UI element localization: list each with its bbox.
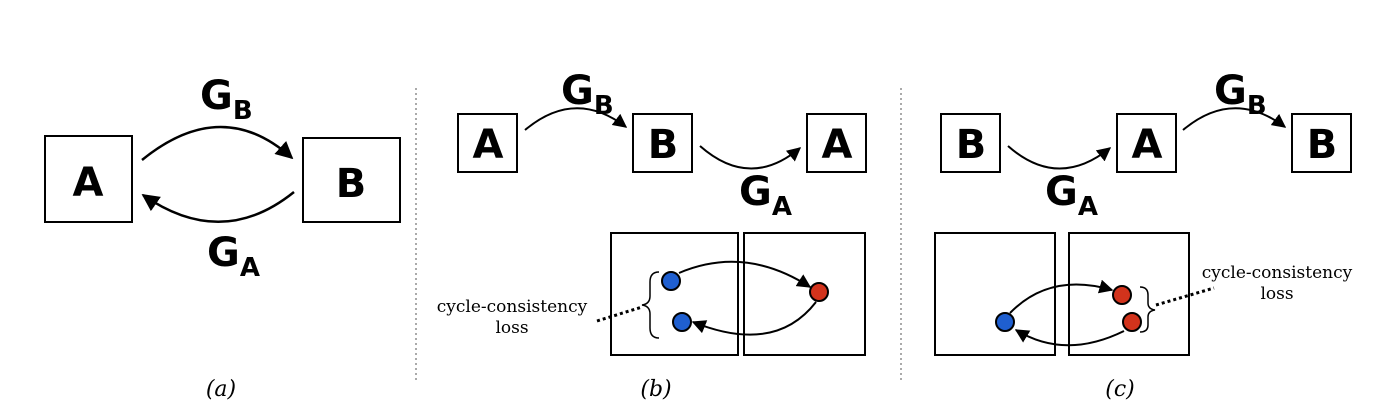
panel-c: B A B GA GB cycle-consistency loss (c) xyxy=(934,68,1353,402)
box-c-2-label: A xyxy=(1132,122,1163,168)
box-b-2-label: B xyxy=(648,122,679,168)
mapping-arrow-c-back xyxy=(1014,329,1125,347)
mapping-arrow-c-forward xyxy=(1009,279,1114,314)
arrow-b-step2 xyxy=(699,145,802,170)
box-a-left xyxy=(44,135,133,223)
point-b-translated xyxy=(809,282,829,302)
panel-a: A B GB GA (a) xyxy=(44,73,401,402)
caption-a: (a) xyxy=(206,377,236,402)
g-label-b-first: GB xyxy=(561,68,614,121)
loss-label-b-line2: loss xyxy=(495,318,528,338)
domain-square-b-left xyxy=(610,232,739,356)
arrow-b-to-a xyxy=(141,191,295,223)
loss-label-b-line1: cycle-consistency xyxy=(437,297,588,317)
domain-square-c-left xyxy=(934,232,1056,356)
arrow-a-to-b xyxy=(141,125,294,161)
box-b-1 xyxy=(457,113,518,173)
g-subscript: B xyxy=(233,96,253,126)
g-subscript: B xyxy=(594,91,614,121)
g-letter: G xyxy=(200,73,233,119)
g-label-bottom: GA xyxy=(207,230,260,283)
brace-b xyxy=(641,271,660,339)
g-letter: G xyxy=(1045,169,1078,215)
point-b-source xyxy=(661,271,681,291)
point-c-reconstructed xyxy=(1122,312,1142,332)
box-a-left-label: A xyxy=(73,160,104,206)
g-letter: G xyxy=(739,169,772,215)
box-c-1-label: B xyxy=(956,122,987,168)
g-letter: G xyxy=(1214,68,1247,114)
caption-b: (b) xyxy=(640,377,671,402)
loss-label-c-line1: cycle-consistency xyxy=(1202,263,1353,283)
box-a-right-label: B xyxy=(336,161,367,207)
panel-b: A B A GB GA cycle-consistency loss (b) xyxy=(437,68,867,402)
mapping-arrow-b-forward xyxy=(678,260,812,288)
mapping-arrow-b-back xyxy=(691,301,817,336)
loss-line-b xyxy=(596,305,643,323)
g-letter: G xyxy=(207,230,240,276)
box-c-3-label: B xyxy=(1307,122,1338,168)
loss-label-c-line2: loss xyxy=(1260,284,1293,304)
g-label-c-first: GA xyxy=(1045,169,1098,222)
box-b-1-label: A xyxy=(473,122,504,168)
domain-square-c-right xyxy=(1068,232,1190,356)
point-b-reconstructed xyxy=(672,312,692,332)
brace-c xyxy=(1139,286,1156,333)
g-subscript: B xyxy=(1247,91,1267,121)
box-c-3 xyxy=(1291,113,1352,173)
point-c-source xyxy=(995,312,1015,332)
g-subscript: A xyxy=(1078,192,1098,222)
g-label-c-second: GB xyxy=(1214,68,1267,121)
arrow-c-step2 xyxy=(1182,107,1287,131)
arrow-c-step1 xyxy=(1007,145,1112,170)
loss-line-c xyxy=(1155,286,1215,307)
box-b-2 xyxy=(632,113,693,173)
box-c-2 xyxy=(1116,113,1177,173)
caption-c: (c) xyxy=(1105,377,1135,402)
domain-square-b-right xyxy=(743,232,866,356)
g-letter: G xyxy=(561,68,594,114)
g-subscript: A xyxy=(772,192,792,222)
g-subscript: A xyxy=(240,253,260,283)
box-b-3-label: A xyxy=(822,122,853,168)
box-b-3 xyxy=(806,113,867,173)
box-c-1 xyxy=(940,113,1001,173)
g-label-top: GB xyxy=(200,73,253,126)
g-label-b-second: GA xyxy=(739,169,792,222)
point-c-translated xyxy=(1112,285,1132,305)
arrow-b-step1 xyxy=(524,107,628,131)
box-a-right xyxy=(302,137,401,223)
